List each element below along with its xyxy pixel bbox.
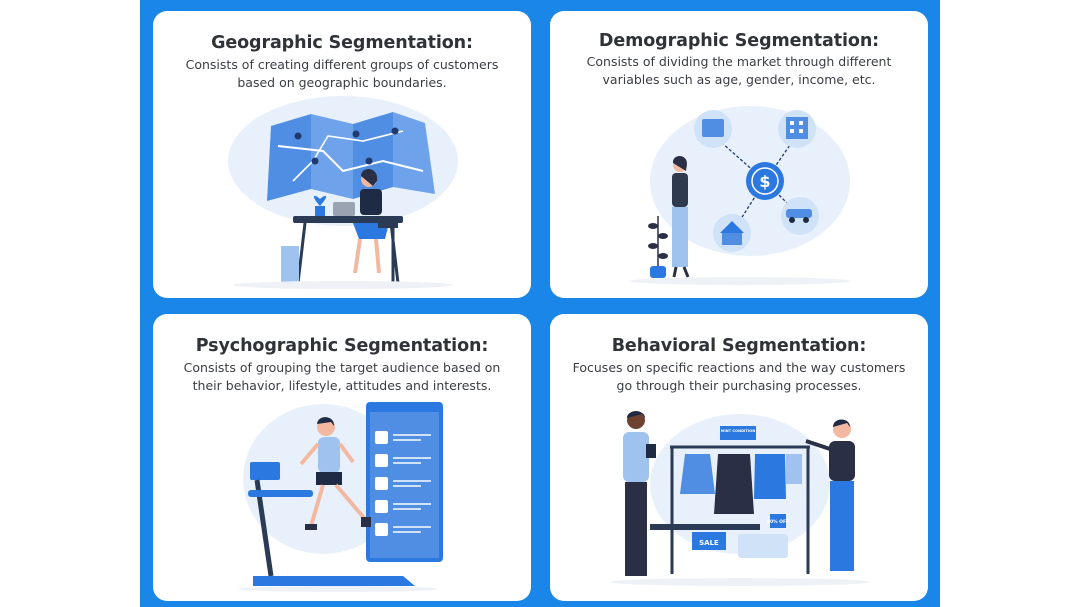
demographic-card: Demographic Segmentation: Consists of di… xyxy=(550,11,928,298)
psychographic-illustration xyxy=(238,402,443,592)
psychographic-card: Psychographic Segmentation: Consists of … xyxy=(153,314,531,601)
plant-icon xyxy=(648,216,668,278)
card-description: Focuses on specific reactions and the wa… xyxy=(572,360,906,393)
woman-icon xyxy=(353,169,398,283)
plant-icon xyxy=(313,195,327,216)
sale-table-icon: SALE 50% OFF xyxy=(650,514,789,558)
behavioral-illustration: MINT CONDITION SALE 50% OFF xyxy=(610,411,870,586)
segmentation-infographic: Geographic Segmentation: Consists of cre… xyxy=(140,0,940,607)
geographic-illustration xyxy=(228,96,458,289)
treadmill-icon xyxy=(248,462,415,586)
svg-text:MINT CONDITION: MINT CONDITION xyxy=(721,429,756,433)
map-icon xyxy=(267,112,435,201)
card-title: Geographic Segmentation: xyxy=(211,33,473,53)
runner-icon xyxy=(299,417,371,530)
demographic-illustration: $ xyxy=(630,106,850,285)
svg-text:50% OFF: 50% OFF xyxy=(767,519,789,525)
customer-icon xyxy=(623,411,656,576)
card-description: Consists of creating different groups of… xyxy=(185,57,499,90)
clothing-rack-icon xyxy=(670,445,810,574)
card-title: Behavioral Segmentation: xyxy=(611,336,867,356)
behavioral-card: Behavioral Segmentation: Focuses on spec… xyxy=(550,314,928,601)
woman-icon xyxy=(672,156,690,278)
card-title: Psychographic Segmentation: xyxy=(195,336,489,356)
svg-text:$: $ xyxy=(759,172,770,191)
mint-condition-sign: MINT CONDITION xyxy=(720,426,756,440)
phone-app-icon xyxy=(366,402,443,562)
card-description: Consists of dividing the market through … xyxy=(586,54,892,87)
seller-icon xyxy=(805,419,855,571)
card-description: Consists of grouping the target audience… xyxy=(183,360,501,393)
card-title: Demographic Segmentation: xyxy=(598,31,880,51)
dollar-coin-icon: $ xyxy=(746,162,784,200)
svg-text:SALE: SALE xyxy=(699,539,719,547)
geographic-card: Geographic Segmentation: Consists of cre… xyxy=(153,11,531,298)
